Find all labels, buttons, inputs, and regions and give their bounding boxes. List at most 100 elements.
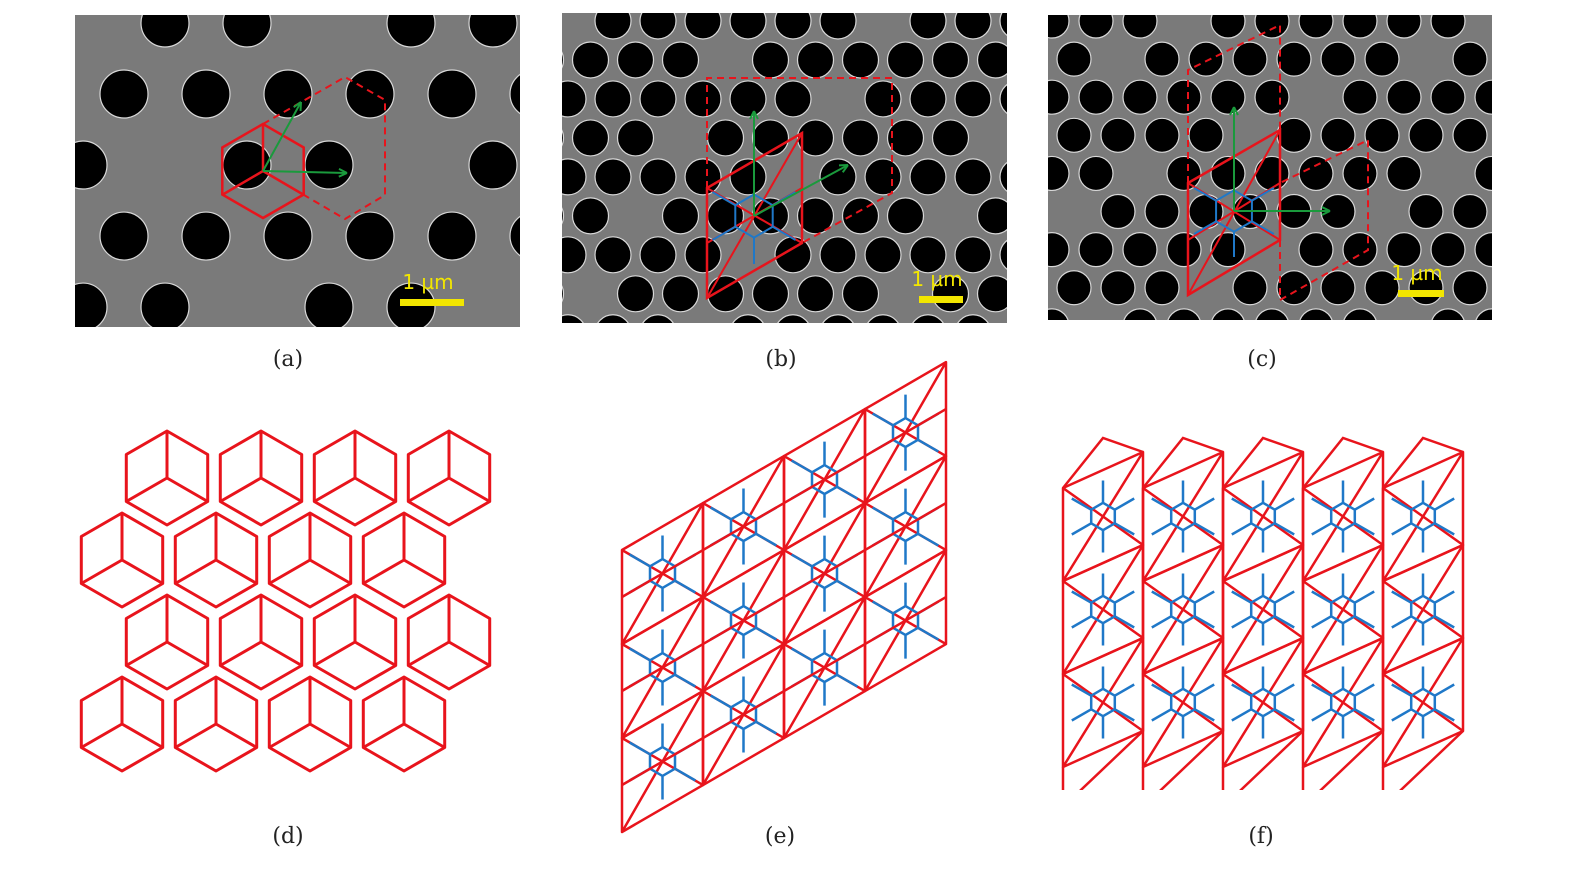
air-hole [1123,308,1157,320]
bond-line [772,225,797,241]
air-hole [954,236,992,274]
sheared-supercell [620,360,948,834]
air-hole [1078,232,1114,268]
scale-bar [919,296,963,303]
air-hole [1452,117,1488,153]
air-hole [427,69,477,119]
air-hole [1048,232,1070,268]
air-hole [1078,155,1114,192]
air-hole [1408,193,1444,230]
caption-d: (d) [272,824,304,849]
air-hole [822,314,854,323]
air-hole [1210,15,1246,39]
kagome-bond-star [1151,573,1215,646]
air-hole [706,119,745,157]
kagome-bond-star [1391,480,1455,553]
supercell-midline [864,595,947,646]
air-hole [1386,232,1422,268]
unit-cell-overlay [705,77,893,301]
kagome-bond-star [1311,666,1375,739]
rhombic-cube-cell [173,675,259,773]
strip-top-cap [1222,436,1304,489]
air-hole [1078,79,1114,115]
air-hole [1100,270,1136,306]
air-hole [1475,308,1492,320]
supercell-midline [621,548,704,599]
unit-cell-overlay [221,75,386,221]
bond-line [1193,220,1217,235]
air-hole [931,41,970,79]
supercell-tile [1141,636,1225,769]
air-hole [304,140,354,190]
air-hole [345,69,395,119]
air-hole [1048,79,1070,115]
unit-cell-edges [221,124,305,197]
air-hole [616,119,655,157]
air-hole [886,119,925,157]
air-hole [864,158,902,196]
kagome-bond-star [1071,480,1135,553]
air-hole [999,13,1007,36]
air-hole [99,69,149,119]
air-hole [1298,155,1334,192]
air-hole [1144,193,1180,230]
air-hole [594,236,632,274]
air-hole [909,13,947,40]
air-hole [639,158,677,196]
rhombic-cube-cell [173,511,259,609]
air-hole [1078,15,1114,39]
air-hole [661,197,700,235]
hole-array [1048,15,1492,320]
air-hole [1144,117,1180,153]
air-hole [1408,117,1444,153]
air-hole [1122,232,1158,268]
air-hole [1386,155,1422,192]
air-hole [562,51,565,69]
supercell-midline [702,595,785,646]
air-hole [1232,41,1268,77]
air-hole [1452,270,1488,306]
air-hole [819,236,857,274]
air-hole [1276,41,1312,77]
strip-bottom-cap [1141,730,1224,790]
supercell-tile [1221,636,1305,769]
air-hole [1386,15,1422,39]
air-hole [509,73,520,115]
air-hole [1452,193,1488,230]
air-hole [1364,41,1400,77]
kagome-bond-star [1231,666,1295,739]
air-hole [1210,232,1246,268]
air-hole [99,211,149,261]
lattice-drawing-d [60,420,530,800]
air-hole [1431,308,1465,320]
lattice-vector-arrowhead [1229,106,1239,116]
air-hole [976,41,1007,79]
air-hole [1188,117,1224,153]
air-hole [1320,117,1356,153]
air-hole [864,236,902,274]
air-hole [954,80,992,118]
lattice-drawing-e [600,350,970,840]
air-hole [957,314,989,323]
supercell-midline [864,501,947,552]
air-hole [912,314,944,323]
air-hole [886,197,925,235]
air-hole [468,15,518,48]
supercell-outline [706,77,893,244]
rhombic-cube-cell [218,593,304,691]
air-hole [1048,155,1070,192]
kagome-bond-star [1071,573,1135,646]
hole-array [75,15,520,327]
air-hole [1276,117,1312,153]
caption-c: (c) [1247,347,1277,372]
air-hole [140,282,190,327]
air-hole [181,69,231,119]
kagome-bond-star [1391,666,1455,739]
strip-bottom-cap [1381,730,1464,790]
air-hole [1342,155,1378,192]
lattice-vector-arrowhead [293,101,302,112]
supercell-midline [702,501,785,552]
strip-bottom-cap [1061,730,1144,790]
air-hole [509,215,520,257]
rhombic-cube-cell [267,675,353,773]
